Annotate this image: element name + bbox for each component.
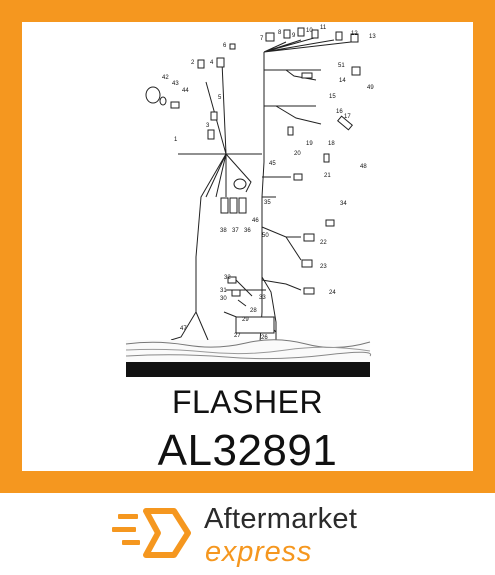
callout-20: 20 — [294, 151, 301, 157]
callout-1: 1 — [174, 137, 178, 143]
callout-19: 19 — [306, 141, 313, 147]
callout-6: 6 — [223, 43, 227, 49]
product-name: FLASHER — [171, 384, 324, 420]
callout-23: 23 — [320, 264, 327, 270]
brand-footer — [0, 493, 495, 575]
callout-45: 45 — [269, 161, 276, 167]
callout-17: 17 — [344, 114, 351, 120]
hexagon-speed-icon — [112, 505, 196, 568]
callout-2: 2 — [191, 60, 195, 66]
callout-24: 24 — [329, 290, 336, 296]
callout-37: 37 — [232, 228, 239, 234]
callout-10: 10 — [306, 28, 313, 34]
callout-7: 7 — [260, 36, 264, 42]
callout-47: 47 — [180, 326, 187, 332]
callout-5: 5 — [218, 95, 222, 101]
product-card: 1 2 3 4 5 6 7 8 9 10 11 12 13 14 15 16 1 — [22, 22, 473, 475]
harness-drawing: 1 2 3 4 5 6 7 8 9 10 11 12 13 14 15 16 1 — [125, 25, 376, 377]
callout-14: 14 — [339, 78, 346, 84]
callout-12: 12 — [351, 31, 358, 37]
callout-8: 8 — [278, 30, 282, 36]
callout-42: 42 — [162, 75, 169, 81]
callout-38: 38 — [220, 228, 227, 234]
callout-34: 34 — [340, 201, 347, 207]
callout-3: 3 — [206, 123, 210, 129]
callout-43: 43 — [172, 81, 179, 87]
callout-13: 13 — [369, 34, 376, 40]
callout-29: 29 — [242, 317, 249, 323]
callout-27: 27 — [234, 333, 241, 339]
part-number: AL32891 — [157, 426, 338, 475]
callout-50: 50 — [262, 233, 269, 239]
callout-11: 11 — [320, 25, 327, 31]
callout-31: 31 — [220, 288, 227, 294]
callout-30: 30 — [220, 296, 227, 302]
callout-44: 44 — [182, 88, 189, 94]
callout-35: 35 — [264, 200, 271, 206]
orange-frame: 1 2 3 4 5 6 7 8 9 10 11 12 13 14 15 16 1 — [0, 0, 495, 493]
callout-22: 22 — [320, 240, 327, 246]
callout-15: 15 — [329, 94, 336, 100]
callout-36: 36 — [244, 228, 251, 234]
callout-21: 21 — [324, 173, 331, 179]
callout-48: 48 — [360, 164, 367, 170]
callout-26: 26 — [261, 335, 268, 341]
callout-4: 4 — [210, 60, 214, 66]
callout-51: 51 — [338, 63, 345, 69]
callout-49: 49 — [367, 85, 374, 91]
brand-name-line1: Aftermarket — [204, 503, 358, 535]
callout-9: 9 — [292, 33, 296, 39]
callout-16: 16 — [336, 109, 343, 115]
callout-46: 46 — [252, 218, 259, 224]
callout-28: 28 — [250, 308, 257, 314]
callout-18: 18 — [328, 141, 335, 147]
brand-name-line2: express — [205, 536, 313, 568]
callout-32: 32 — [224, 275, 231, 281]
wiring-harness-diagram: 1 2 3 4 5 6 7 8 9 10 11 12 13 14 15 16 1 — [125, 22, 376, 379]
callout-33: 33 — [259, 295, 266, 301]
